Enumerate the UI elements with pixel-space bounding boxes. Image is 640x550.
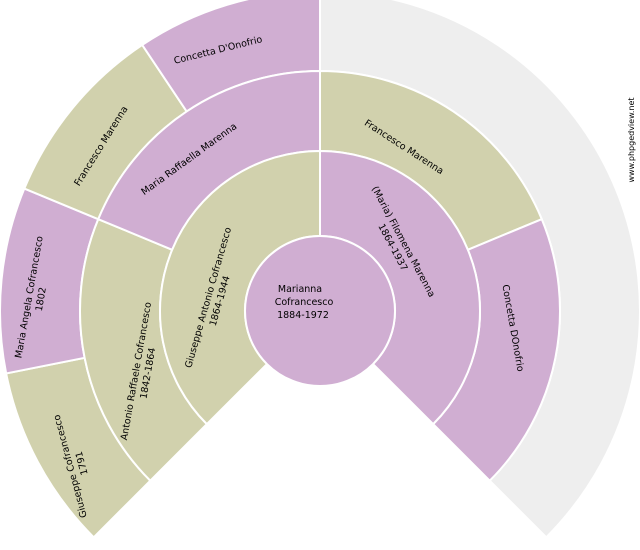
ffm-dates: 1802 — [34, 286, 49, 312]
center-person-label: Marianna Cofrancesco 1884-1972 — [275, 284, 334, 321]
segment-center-person[interactable] — [244, 235, 396, 387]
center-name-line-2: Cofrancesco — [275, 297, 334, 308]
center-name-line-1: Marianna — [278, 284, 322, 295]
site-url: www.phpgedview.net — [627, 97, 636, 182]
site-watermark: www.phpgedview.net — [627, 97, 636, 182]
center-dates: 1884-1972 — [277, 310, 329, 321]
